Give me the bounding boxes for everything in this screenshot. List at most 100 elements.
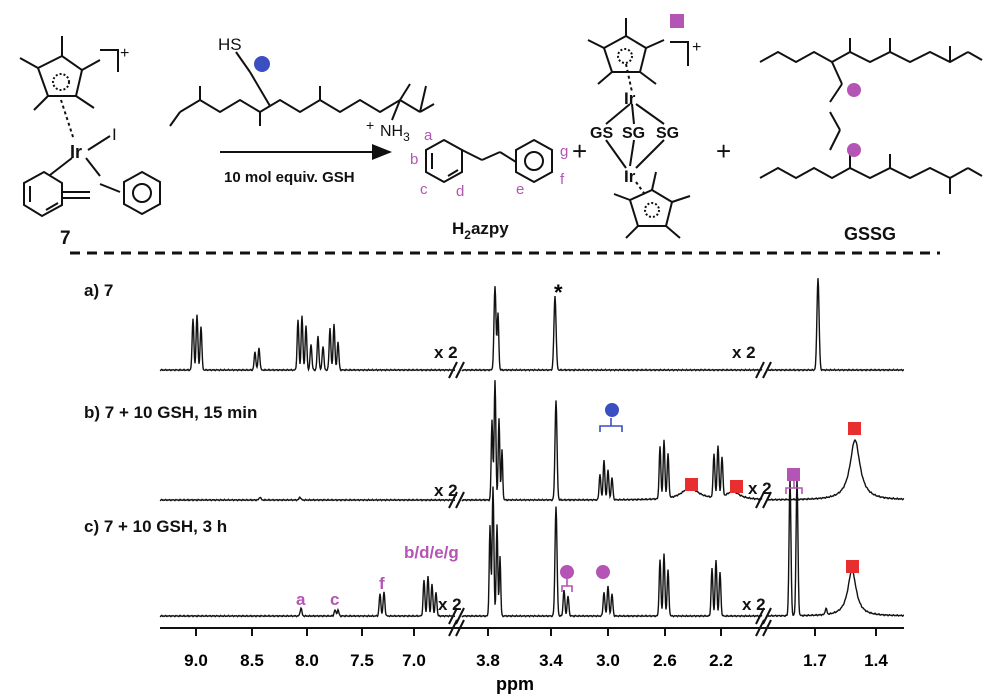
gssg-structure	[759, 38, 983, 194]
trace-a-aromatic	[159, 314, 456, 372]
break-label-c-right: x 2	[742, 595, 766, 614]
plus-sign-2: +	[716, 136, 731, 166]
plus-sign-1: +	[572, 136, 587, 166]
ppm-axis: 9.0 8.5 8.0 7.5 7.0 3.8 3.4 3.0 2.6 2.2 1.7 1.4 ppm	[160, 619, 904, 694]
trace-b-aliphatic	[461, 380, 763, 502]
axis-tick-label: 8.0	[295, 651, 319, 670]
break-label-b-left: x 2	[434, 481, 458, 500]
h2azpy-structure	[425, 138, 553, 184]
trace-c-cp	[767, 478, 905, 618]
bracket-c-purple-1	[561, 578, 573, 592]
h2azpy-position-b: b	[410, 151, 418, 168]
h2azpy-position-a: a	[424, 127, 433, 144]
trace-break-mark	[762, 361, 772, 379]
axis-break-mark	[448, 619, 458, 637]
gsh-nh3: NH3	[380, 123, 410, 144]
marker-c-purple-1	[560, 565, 574, 579]
bracket-b-purple	[785, 480, 803, 494]
marker-c-red-cp	[846, 560, 859, 573]
arrow-label: 10 mol equiv. GSH	[224, 169, 355, 186]
axis-tick-label: 3.8	[476, 651, 500, 670]
marker-b-purple-dimer	[787, 468, 800, 481]
trace-label-b: b) 7 + 10 GSH, 15 min	[84, 403, 257, 422]
trace-break-mark	[448, 607, 458, 625]
axis-tick-label: 3.4	[539, 651, 563, 670]
scheme-labels: + Ir I 7 HS + NH3 10 mol equiv. GSH a b …	[60, 35, 896, 249]
h2azpy-position-c: c	[420, 181, 428, 198]
peak-label-f: f	[379, 574, 385, 593]
bracket-b-blue	[599, 418, 623, 432]
axis-ticks: 9.0 8.5 8.0 7.5 7.0 3.8 3.4 3.0 2.6 2.2 1.7 1.4	[184, 619, 888, 670]
axis-tick-label: 9.0	[184, 651, 208, 670]
break-label-a-left: x 2	[434, 343, 458, 362]
axis-tick-label: 1.4	[864, 651, 888, 670]
dimer-ir-top: Ir	[624, 89, 636, 108]
h2azpy-position-d: d	[456, 183, 464, 200]
h2azpy-label: H2azpy	[452, 219, 509, 242]
marker-b-red-2	[730, 480, 743, 493]
break-label-b-right: x 2	[748, 479, 772, 498]
axis-tick-label: 2.6	[653, 651, 677, 670]
dimer-ir-bottom: Ir	[624, 167, 636, 186]
dimer-ligand-1: GS	[590, 125, 613, 142]
marker-b-blue-gsh	[605, 403, 619, 417]
trace-label-c: c) 7 + 10 GSH, 3 h	[84, 517, 227, 536]
ir-dimer-structure	[587, 18, 691, 239]
break-labels: x 2 x 2 x 2 x 2 x 2 x 2	[434, 343, 772, 614]
trace-break-mark	[455, 491, 465, 509]
nmr-spectra	[159, 278, 905, 625]
axis-tick-label: 3.0	[596, 651, 620, 670]
trace-break-mark	[762, 491, 772, 509]
iodide-label: I	[112, 125, 117, 144]
trace-c-aliphatic	[461, 486, 763, 618]
reaction-scheme	[19, 18, 983, 239]
h2azpy-position-e: e	[516, 181, 524, 198]
dimer-ligand-2: SG	[622, 125, 645, 142]
trace-break-mark	[448, 491, 458, 509]
solvent-star: *	[554, 280, 563, 305]
h2azpy-position-f: f	[560, 171, 565, 188]
trace-a-cp	[767, 278, 904, 372]
axis-tick-label: 7.5	[350, 651, 374, 670]
trace-break-mark	[448, 361, 458, 379]
dimer-purple-square	[670, 14, 684, 28]
axis-break-mark	[455, 619, 465, 637]
marker-b-red-cp	[848, 422, 861, 435]
trace-labels: a) 7 b) 7 + 10 GSH, 15 min c) 7 + 10 GSH…	[84, 281, 257, 536]
break-label-a-right: x 2	[732, 343, 756, 362]
gssg-purple-marker-1	[847, 83, 861, 97]
axis-tick-label: 1.7	[803, 651, 827, 670]
iridium-label: Ir	[70, 142, 82, 162]
complex-label: 7	[60, 228, 71, 249]
thiol-label: HS	[218, 35, 242, 54]
trace-c-aromatic	[159, 575, 456, 618]
complex-7-structure	[19, 36, 161, 218]
dimer-ligand-3: SG	[656, 125, 679, 142]
trace-break-mark	[755, 491, 765, 509]
axis-label: ppm	[496, 674, 534, 694]
gsh-blue-marker	[254, 56, 270, 72]
break-label-c-left: x 2	[438, 595, 462, 614]
axis-tick-label: 8.5	[240, 651, 264, 670]
gssg-purple-marker-2	[847, 143, 861, 157]
trace-a-aliphatic	[461, 286, 763, 372]
trace-break-mark	[755, 361, 765, 379]
h2azpy-position-g: g	[560, 143, 568, 160]
axis-break-mark	[762, 619, 772, 637]
trace-label-a: a) 7	[84, 281, 113, 300]
peak-label-c: c	[330, 590, 339, 609]
trace-break-mark	[455, 361, 465, 379]
trace-break-mark	[755, 607, 765, 625]
gsh-structure	[169, 51, 435, 127]
dimer-charge: +	[692, 39, 701, 56]
gsh-plus: +	[366, 117, 374, 133]
peak-label-bdeg: b/d/e/g	[404, 543, 459, 562]
peak-labels-c: a c f b/d/e/g	[296, 543, 459, 609]
axis-tick-label: 2.2	[709, 651, 733, 670]
gssg-label: GSSG	[844, 224, 896, 244]
peak-label-a: a	[296, 590, 306, 609]
complex-charge: +	[120, 45, 129, 62]
marker-b-red-1	[685, 478, 698, 491]
axis-tick-label: 7.0	[402, 651, 426, 670]
